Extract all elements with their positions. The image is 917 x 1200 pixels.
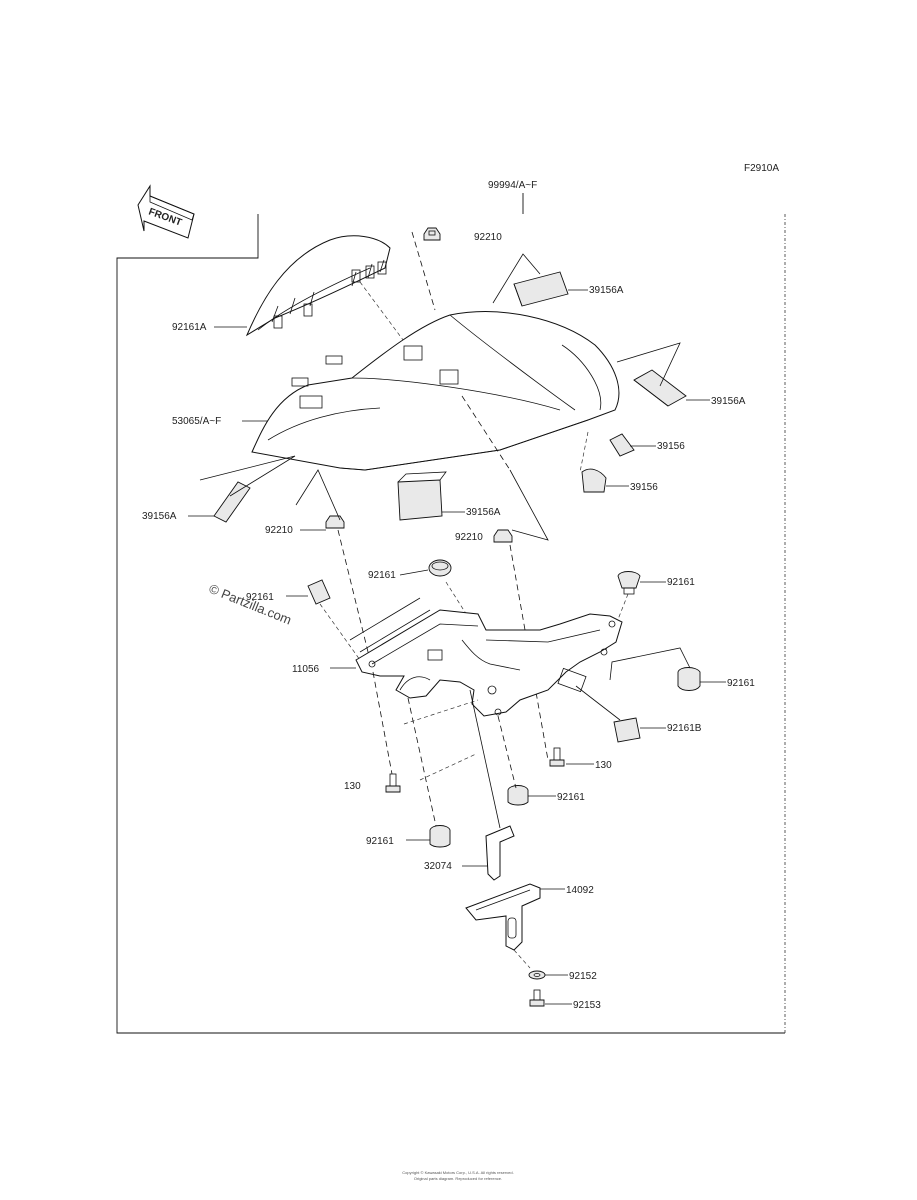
label-92161-low: 92161	[366, 836, 394, 847]
label-130-left: 130	[344, 781, 361, 792]
grommet-92161	[428, 559, 452, 577]
label-39156a-4: 39156A	[142, 511, 177, 522]
pad-39156a-3	[397, 471, 447, 521]
label-39156-1: 39156	[657, 441, 685, 452]
label-92153: 92153	[573, 1000, 601, 1011]
watermark: © Partzilla.com	[207, 581, 294, 628]
bolt-130-left	[385, 773, 401, 793]
label-39156-2: 39156	[630, 482, 658, 493]
label-39156a-3: 39156A	[466, 507, 501, 518]
rubber-92161-low	[429, 825, 451, 848]
label-39156a-1: 39156A	[589, 285, 624, 296]
front-arrow-icon: FRONT	[137, 184, 195, 239]
pad-92161-left	[307, 579, 331, 605]
label-92210-right: 92210	[455, 532, 483, 543]
label-99994: 99994/A~F	[488, 180, 537, 191]
diagram-code: F2910A	[744, 163, 779, 174]
rubber-92161-mid	[507, 785, 529, 806]
pad-39156a-1	[513, 271, 569, 307]
label-92161-grom: 92161	[368, 570, 396, 581]
label-130-right: 130	[595, 760, 612, 771]
seat-cowl-53065	[251, 311, 620, 471]
footer-line-1: Copyright © Kawasaki Motors Corp., U.S.A…	[402, 1170, 513, 1175]
label-92210-left: 92210	[265, 525, 293, 536]
washer-92152	[528, 970, 546, 980]
label-92161-r1: 92161	[667, 577, 695, 588]
clip-nut-92210-right	[493, 529, 513, 543]
label-39156a-2: 39156A	[711, 396, 746, 407]
seat-cover-92161a	[245, 235, 391, 337]
label-92161-pad: 92161	[246, 592, 274, 603]
pad-92161b	[613, 717, 641, 743]
bolt-130-right	[549, 747, 565, 767]
pad-39156-1	[609, 433, 635, 457]
label-92161-r2: 92161	[727, 678, 755, 689]
bolt-92153	[529, 989, 545, 1007]
clip-nut-92210-top	[423, 227, 441, 241]
diagram-frame	[116, 193, 786, 1034]
clip-nut-92210-left	[325, 515, 345, 529]
label-92161-mid: 92161	[557, 792, 585, 803]
stay-32074	[469, 689, 515, 881]
pad-39156a-4	[213, 481, 251, 523]
bracket-14092	[465, 883, 541, 951]
label-14092: 14092	[566, 885, 594, 896]
pad-39156-2	[581, 468, 607, 493]
pad-39156a-2	[633, 369, 687, 407]
label-92161a: 92161A	[172, 322, 207, 333]
footer-line-2: Original parts diagram. Reproduced for r…	[414, 1176, 502, 1181]
label-92161b: 92161B	[667, 723, 702, 734]
label-11056: 11056	[292, 664, 320, 675]
label-92210-top: 92210	[474, 232, 502, 243]
rubber-mount-92161-r2	[677, 667, 701, 691]
rubber-mount-92161-r1	[617, 571, 641, 595]
label-32074: 32074	[424, 861, 452, 872]
seat-bracket-11056	[349, 597, 623, 717]
label-53065: 53065/A~F	[172, 416, 221, 427]
label-92152: 92152	[569, 971, 597, 982]
